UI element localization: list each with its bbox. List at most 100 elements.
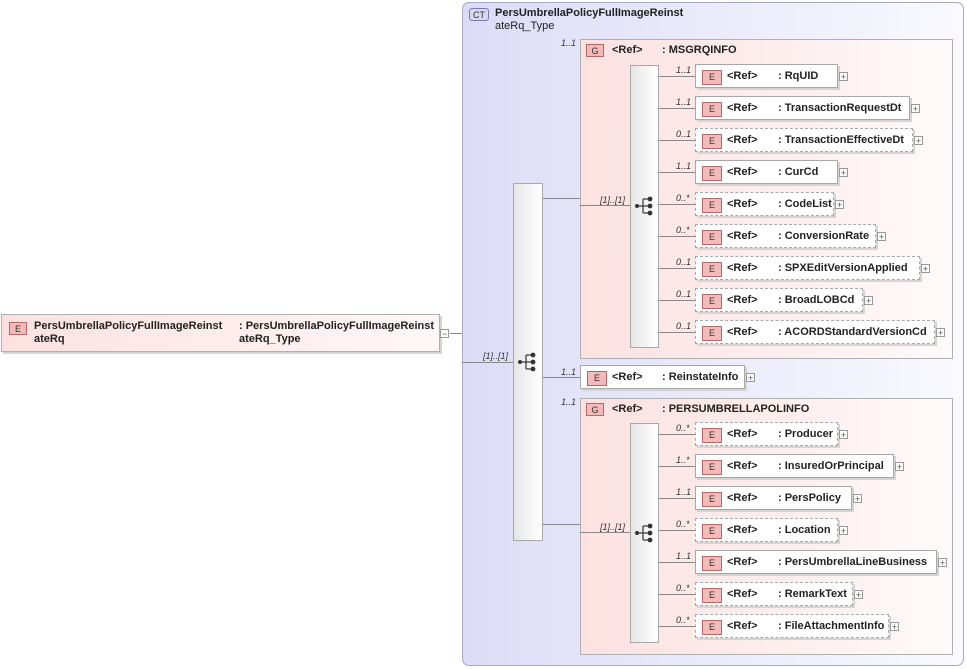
expand-icon[interactable]: +: [854, 590, 863, 600]
sequence-icon: [635, 523, 653, 543]
expand-icon[interactable]: +: [864, 296, 873, 306]
element-badge: E: [587, 371, 607, 386]
connector-line: [543, 198, 580, 199]
sequence-cardinality: [1]..[1]: [600, 195, 626, 205]
element-badge: E: [702, 620, 722, 635]
expand-icon[interactable]: +: [839, 72, 848, 82]
main-sequence-cardinality: [1]..[1]: [483, 351, 509, 361]
element-ref-label: <Ref>: [727, 294, 758, 306]
root-type-line2: ateRq_Type: [239, 333, 301, 345]
connector-line: [659, 530, 695, 531]
element-box[interactable]: E <Ref> : Location: [695, 518, 838, 542]
connector-line: [659, 300, 695, 301]
element-box[interactable]: E<Ref>: InsuredOrPrincipal: [695, 454, 894, 478]
element-box[interactable]: E<Ref>: BroadLOBCd: [695, 288, 863, 312]
element-name: : FileAttachmentInfo: [778, 620, 885, 632]
element-reinstateinfo[interactable]: E <Ref> : ReinstateInfo: [580, 365, 745, 389]
element-badge: E: [702, 524, 722, 539]
expand-icon[interactable]: +: [890, 622, 899, 632]
element-box[interactable]: E <Ref> : FileAttachmentInfo: [695, 614, 889, 638]
expand-icon[interactable]: +: [839, 430, 848, 440]
connector-line: [659, 434, 695, 435]
element-box[interactable]: E<Ref>: TransactionEffectiveDt: [695, 128, 913, 152]
element-name: : RemarkText: [778, 588, 847, 600]
collapse-icon[interactable]: −: [440, 329, 449, 339]
expand-icon[interactable]: +: [895, 462, 904, 472]
element-name: : ReinstateInfo: [662, 371, 739, 383]
root-element-name: PersUmbrellaPolicyFullImageReinst ateRq: [34, 320, 222, 346]
element-ref-label: <Ref>: [727, 262, 758, 274]
expand-icon[interactable]: +: [911, 104, 920, 114]
element-ref-label: <Ref>: [727, 166, 758, 178]
root-element[interactable]: E PersUmbrellaPolicyFullImageReinst ateR…: [1, 314, 440, 352]
element-box[interactable]: E<Ref>: RemarkText: [695, 582, 853, 606]
element-name: : RqUID: [778, 70, 819, 82]
expand-icon[interactable]: +: [839, 526, 848, 536]
connector-line: [462, 362, 513, 363]
element-ref-label: <Ref>: [727, 70, 758, 82]
element-name: : CurCd: [778, 166, 819, 178]
element-badge: E: [702, 294, 722, 309]
element-box[interactable]: E<Ref>: Producer: [695, 422, 838, 446]
element-badge: E: [702, 166, 722, 181]
element-box[interactable]: E<Ref>: ACORDStandardVersionCd: [695, 320, 935, 344]
connector-line: [659, 108, 695, 109]
connector-line: [659, 626, 695, 627]
element-cardinality: 1..1: [676, 551, 692, 561]
element-ref-label: <Ref>: [727, 492, 758, 504]
element-box[interactable]: E<Ref>: ConversionRate: [695, 224, 876, 248]
element-cardinality: 0..1: [676, 257, 692, 267]
connector-line: [543, 524, 580, 525]
group-name: : MSGRQINFO: [662, 44, 737, 56]
element-badge: E: [702, 102, 722, 117]
element-ref-label: <Ref>: [727, 102, 758, 114]
element-badge: E: [702, 588, 722, 603]
connector-line: [659, 172, 695, 173]
element-ref-label: <Ref>: [727, 460, 758, 472]
connector-line: [659, 594, 695, 595]
connector-line: [659, 498, 695, 499]
element-name: : Location: [778, 524, 831, 536]
root-type-line1: : PersUmbrellaPolicyFullImageReinst: [239, 320, 435, 332]
element-box[interactable]: E<Ref>: CodeList: [695, 192, 834, 216]
element-box[interactable]: E<Ref>: PersUmbrellaLineBusiness: [695, 550, 937, 574]
element-name: : ACORDStandardVersionCd: [778, 326, 927, 338]
complex-type-title-line1: PersUmbrellaPolicyFullImageReinst: [495, 7, 684, 19]
expand-icon[interactable]: +: [914, 136, 923, 146]
element-badge: E: [702, 460, 722, 475]
expand-icon[interactable]: +: [877, 232, 886, 242]
element-cardinality: 0..*: [676, 519, 690, 529]
element-badge: E: [702, 556, 722, 571]
element-ref-label: <Ref>: [727, 620, 758, 632]
element-cardinality: 0..*: [676, 423, 690, 433]
expand-icon[interactable]: +: [938, 558, 947, 568]
element-name: : PersUmbrellaLineBusiness: [778, 556, 928, 568]
element-box[interactable]: E<Ref>: PersPolicy: [695, 486, 852, 510]
element-badge: E: [702, 230, 722, 245]
connector-line: [659, 236, 695, 237]
expand-icon[interactable]: +: [835, 200, 844, 210]
element-ref-label: <Ref>: [727, 326, 758, 338]
group-ref-label: <Ref>: [612, 44, 643, 56]
group-name: : PERSUMBRELLAPOLINFO: [662, 403, 810, 415]
element-ref-label: <Ref>: [727, 524, 758, 536]
element-badge: E: [702, 134, 722, 149]
group-cardinality: 1..1: [561, 38, 577, 48]
element-badge: E: [702, 492, 722, 507]
element-box[interactable]: E<Ref>: TransactionRequestDt: [695, 96, 910, 120]
expand-icon[interactable]: +: [839, 168, 848, 178]
expand-icon[interactable]: +: [921, 264, 930, 274]
connector-line: [543, 377, 580, 378]
element-cardinality: 1..*: [676, 455, 690, 465]
element-box[interactable]: E <Ref> : CurCd: [695, 160, 838, 184]
element-name: : Producer: [778, 428, 834, 440]
element-box[interactable]: E <Ref> : RqUID: [695, 64, 838, 88]
element-badge: E: [702, 70, 722, 85]
element-cardinality: 0..*: [676, 583, 690, 593]
complex-type-title-line2: ateRq_Type: [495, 20, 555, 32]
element-box[interactable]: E<Ref>: SPXEditVersionApplied: [695, 256, 920, 280]
element-name: : CodeList: [778, 198, 832, 210]
expand-icon[interactable]: +: [853, 494, 862, 504]
expand-icon[interactable]: +: [936, 328, 945, 338]
expand-icon[interactable]: +: [746, 373, 755, 383]
